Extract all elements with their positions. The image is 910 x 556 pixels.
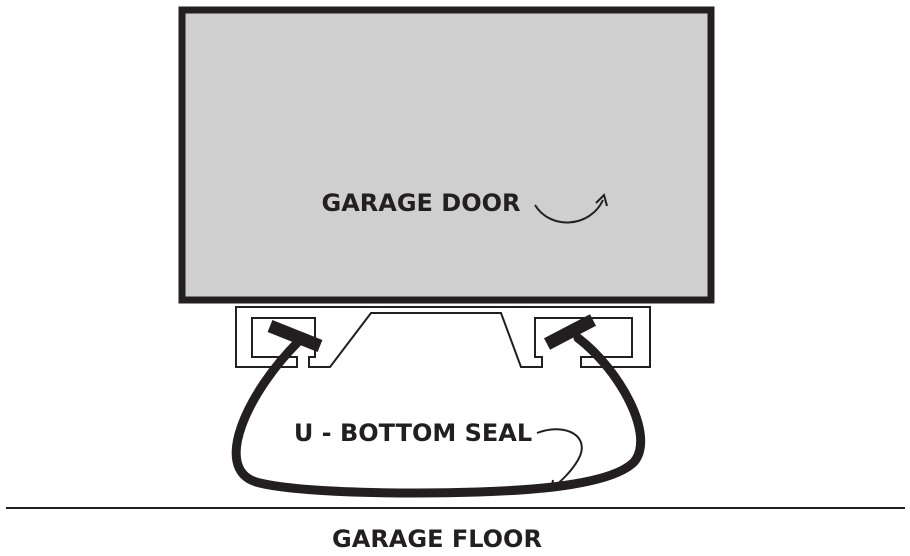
seal-arrow-head-icon <box>549 479 562 492</box>
seal-label-arrow <box>536 428 583 489</box>
door-label-arrow <box>534 199 604 224</box>
right-seal-tbar <box>543 314 597 350</box>
u-bottom-seal <box>231 333 646 498</box>
garage-door-label: GARAGE DOOR <box>322 189 521 217</box>
door-arrow-head-icon <box>595 193 608 207</box>
garage-door-panel <box>178 6 715 304</box>
left-seal-tbar <box>267 319 323 353</box>
retainer-track <box>235 306 651 368</box>
garage-floor-label: GARAGE FLOOR <box>332 525 542 553</box>
u-bottom-seal-label: U - BOTTOM SEAL <box>294 419 532 447</box>
